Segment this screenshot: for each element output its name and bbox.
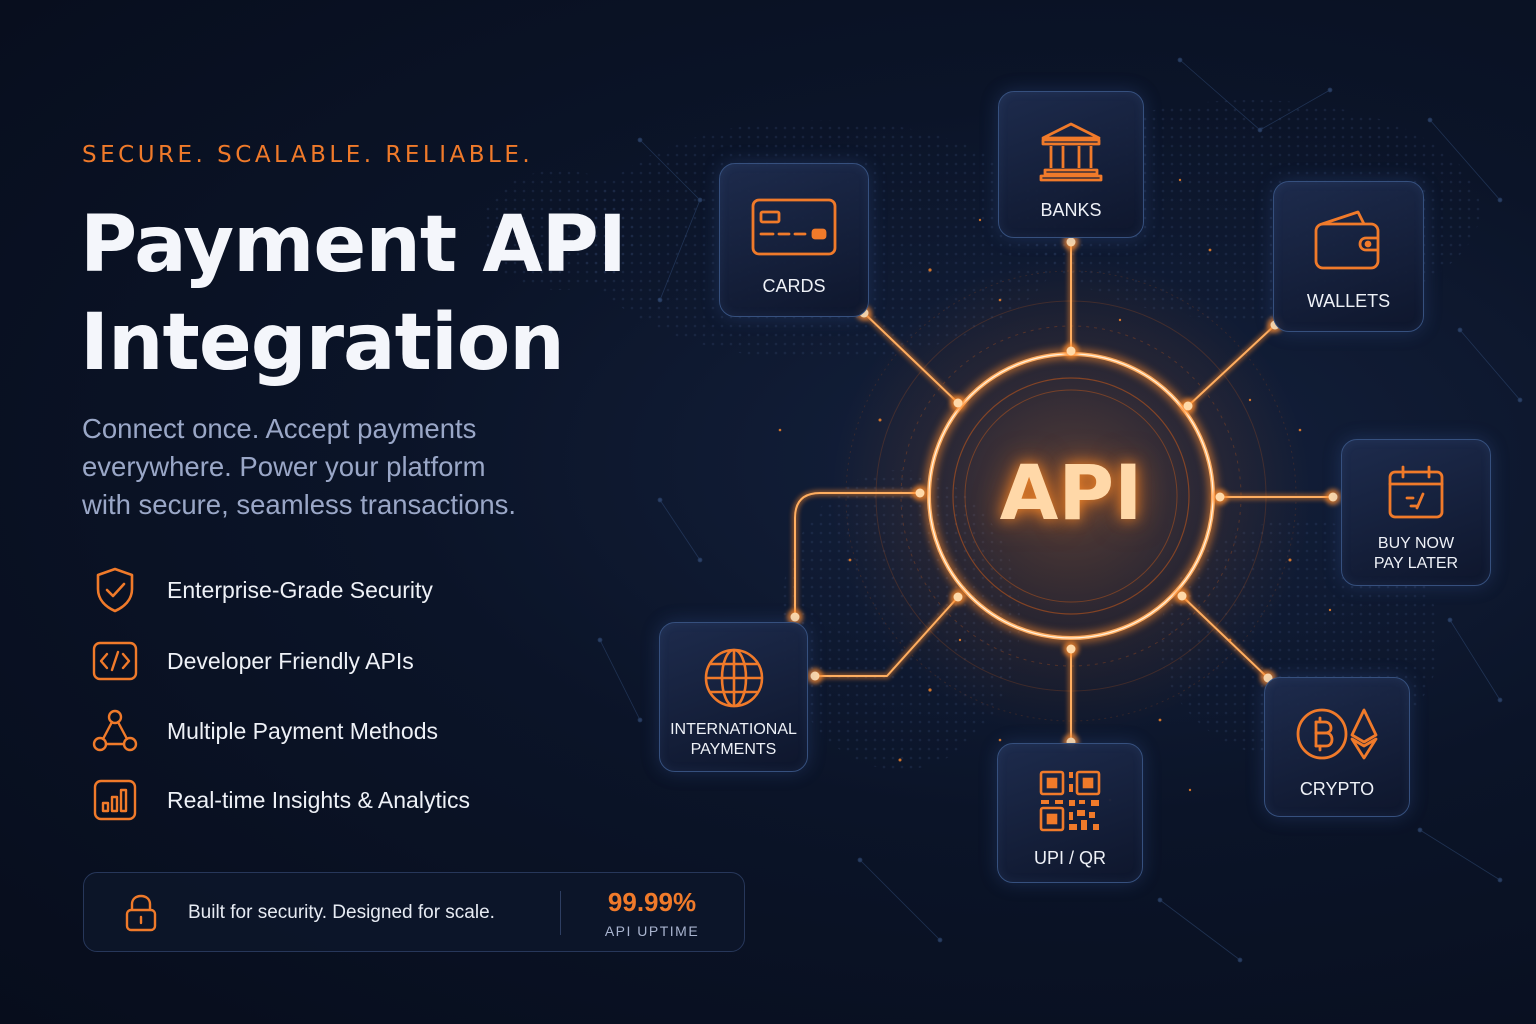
node-crypto: CRYPTO	[1264, 677, 1410, 817]
feature-item-security: Enterprise-Grade Security	[90, 565, 550, 615]
network-icon	[90, 706, 140, 756]
node-upi-qr: UPI / QR	[997, 743, 1143, 883]
subtitle-line-2: everywhere. Power your platform	[82, 451, 486, 482]
node-cards: CARDS	[719, 163, 869, 317]
title-line-1: Payment API	[80, 200, 627, 290]
node-label: INTERNATIONAL PAYMENTS	[660, 720, 807, 760]
node-label-line-1: BUY NOW	[1377, 535, 1455, 552]
feature-item-analytics: Real-time Insights & Analytics	[90, 775, 550, 825]
api-core-label: API	[999, 448, 1143, 537]
code-icon	[90, 636, 140, 686]
banner-text: Built for security. Designed for scale.	[188, 902, 495, 923]
credit-card-icon	[720, 198, 868, 256]
node-label-line-2: PAY LATER	[1373, 555, 1459, 572]
banner-divider	[560, 891, 561, 935]
page-title: Payment API Integration	[80, 196, 627, 392]
shield-check-icon	[90, 565, 140, 615]
qr-code-icon	[998, 770, 1142, 832]
title-line-2: Integration	[80, 298, 565, 388]
feature-label: Real-time Insights & Analytics	[167, 786, 470, 813]
node-bnpl: BUY NOW PAY LATER	[1341, 439, 1491, 586]
connector-lines	[792, 239, 1336, 745]
connector-dots	[787, 234, 1341, 750]
bar-chart-icon	[90, 775, 140, 825]
node-label: CARDS	[762, 276, 826, 296]
uptime-value: 99.99%	[607, 887, 697, 917]
feature-label: Developer Friendly APIs	[167, 647, 414, 674]
ember-particles	[778, 178, 1332, 802]
lock-icon	[122, 893, 160, 938]
node-label: CRYPTO	[1299, 779, 1375, 799]
node-label-line-2: PAYMENTS	[690, 741, 777, 758]
subtitle-line-3: with secure, seamless transactions.	[82, 489, 517, 520]
node-label-line-1: INTERNATIONAL	[670, 721, 797, 738]
feature-item-developer: Developer Friendly APIs	[90, 636, 550, 686]
wallet-icon	[1274, 208, 1423, 272]
node-banks: BANKS	[998, 91, 1144, 238]
node-label: WALLETS	[1306, 291, 1391, 311]
crypto-coins-icon	[1265, 704, 1409, 764]
calendar-icon	[1342, 464, 1490, 520]
uptime-banner: Built for security. Designed for scale. …	[83, 872, 745, 952]
node-label: UPI / QR	[1033, 848, 1106, 868]
feature-label: Enterprise-Grade Security	[167, 576, 433, 603]
node-label: BUY NOW PAY LATER	[1342, 534, 1490, 574]
node-international-payments: INTERNATIONAL PAYMENTS	[659, 622, 808, 772]
globe-icon	[660, 647, 807, 709]
subtitle: Connect once. Accept payments everywhere…	[82, 410, 602, 524]
uptime-label: API UPTIME	[604, 923, 700, 939]
node-label: BANKS	[1040, 200, 1102, 220]
constellation-lines	[597, 57, 1523, 963]
feature-label: Multiple Payment Methods	[167, 717, 439, 744]
bank-icon	[999, 120, 1143, 182]
subtitle-line-1: Connect once. Accept payments	[82, 413, 477, 444]
tagline: SECURE. SCALABLE. RELIABLE.	[82, 142, 534, 168]
node-wallets: WALLETS	[1273, 181, 1424, 332]
feature-item-payment-methods: Multiple Payment Methods	[90, 706, 550, 756]
